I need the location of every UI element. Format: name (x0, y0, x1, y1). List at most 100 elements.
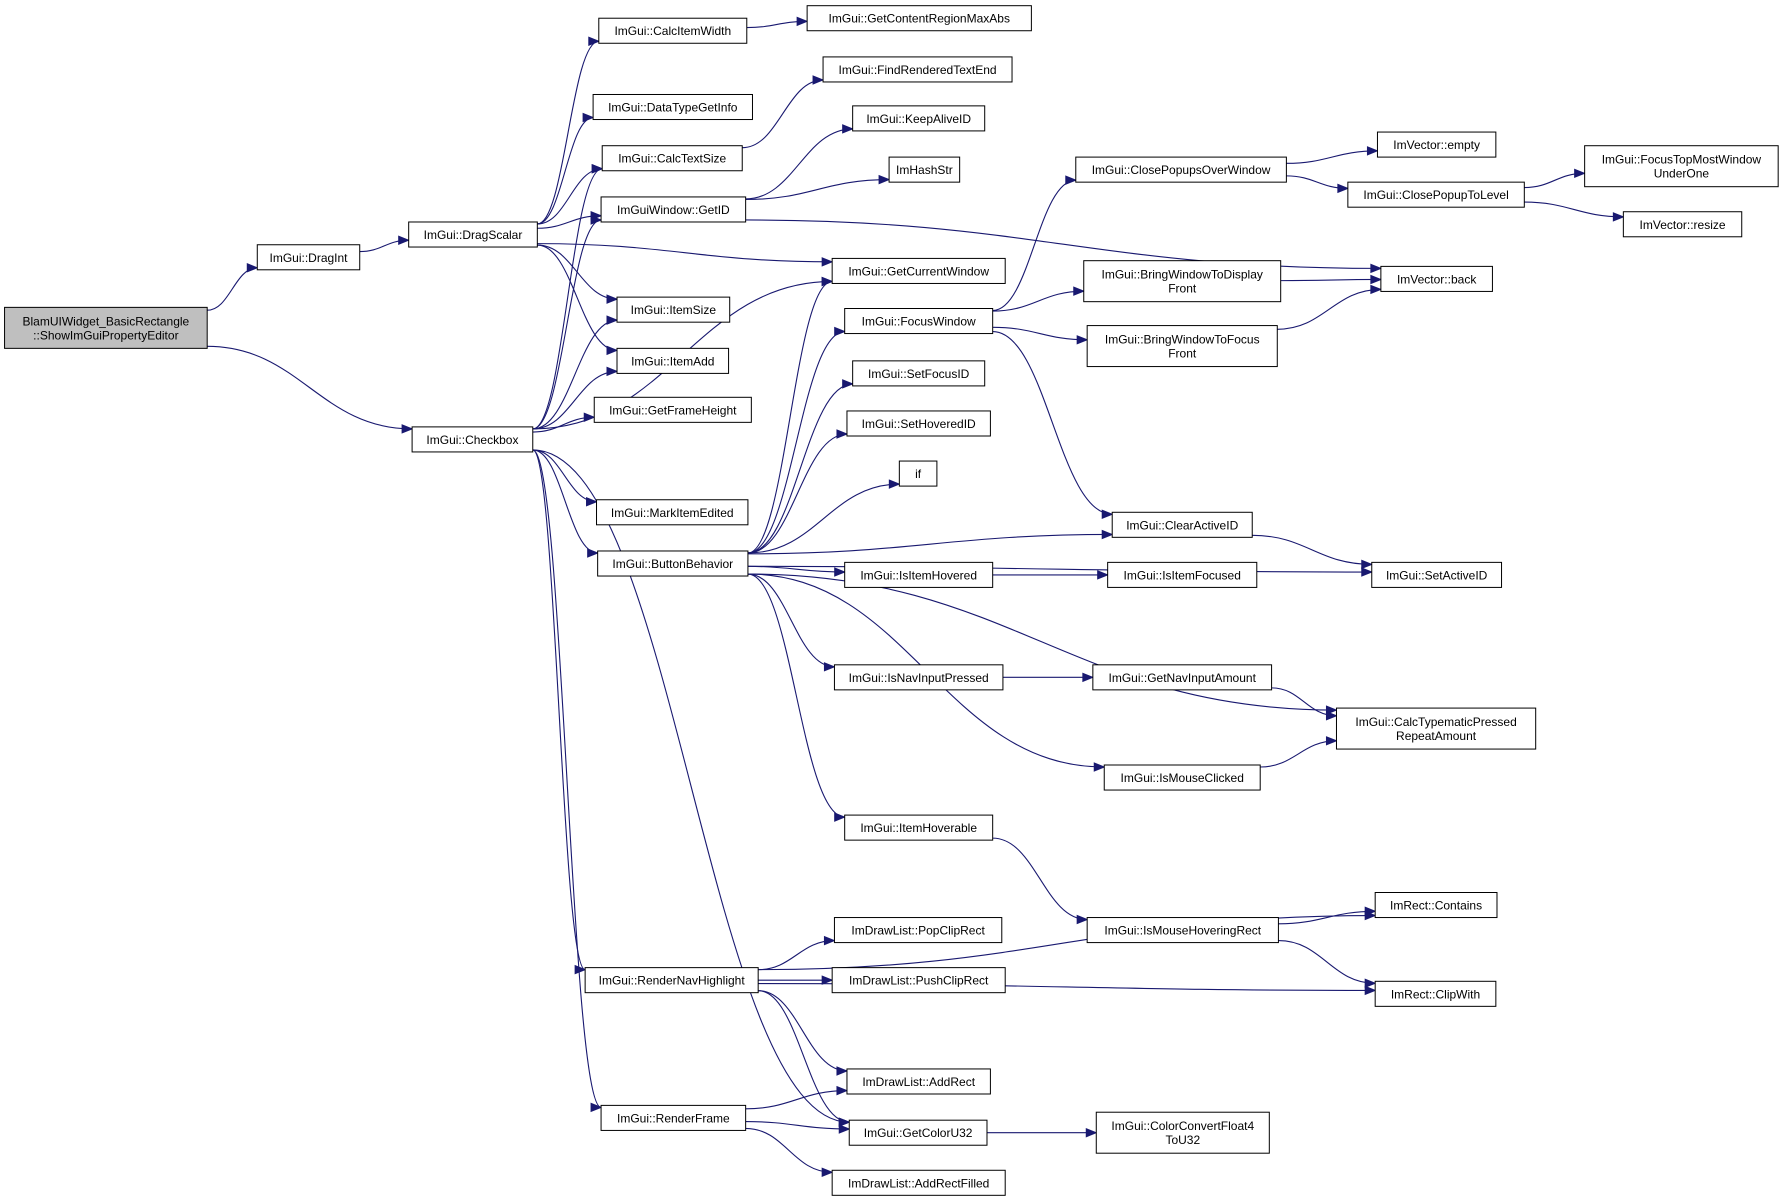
node-label: Front (1168, 347, 1197, 361)
node-vectorempty[interactable]: ImVector::empty (1376, 131, 1497, 158)
node-vectorback[interactable]: ImVector::back (1380, 265, 1493, 292)
arrowhead (1361, 567, 1374, 577)
node-dragint[interactable]: ImGui::DragInt (256, 244, 361, 271)
node-box (408, 221, 538, 248)
node-addrect[interactable]: ImDrawList::AddRect (846, 1068, 991, 1095)
node-label: ImGui::RenderFrame (617, 1111, 730, 1125)
edge-renderframe-to-addrectfilled (745, 1127, 833, 1173)
node-clearactiveid[interactable]: ImGui::ClearActiveID (1111, 511, 1253, 538)
arrowhead (836, 1066, 849, 1076)
node-label: ImGui::GetCurrentWindow (848, 264, 989, 278)
node-box (1374, 980, 1497, 1007)
node-itemhoverable[interactable]: ImGui::ItemHoverable (844, 814, 994, 841)
node-ismousehoveringrect[interactable]: ImGui::IsMouseHoveringRect (1086, 917, 1279, 944)
node-popcliprect[interactable]: ImDrawList::PopClipRect (833, 917, 1003, 944)
edge-calctextsize-to-findrenderedtextend (742, 79, 824, 149)
arrowhead (821, 975, 834, 985)
arrowhead (1370, 274, 1383, 285)
node-setactiveid[interactable]: ImGui::SetActiveID (1371, 561, 1503, 588)
edge-rendernavhighlight-to-popcliprect (758, 940, 835, 971)
edge-windowgetid-to-keepaliveid (745, 128, 853, 200)
node-box (898, 460, 938, 487)
node-setfocusid[interactable]: ImGui::SetFocusID (852, 360, 986, 387)
node-calcitemwidth[interactable]: ImGui::CalcItemWidth (598, 17, 748, 44)
node-ismouseclicked[interactable]: ImGui::IsMouseClicked (1103, 764, 1261, 791)
node-label: ImGui::ItemAdd (631, 354, 714, 368)
node-rendernavhighlight[interactable]: ImGui::RenderNavHighlight (584, 967, 759, 994)
node-sethoveredid[interactable]: ImGui::SetHoveredID (846, 410, 991, 437)
arrowhead (587, 548, 600, 558)
arrowhead (590, 215, 603, 225)
node-closepopupsoverwindow[interactable]: ImGui::ClosePopupsOverWindow (1075, 156, 1287, 183)
edge-buttonbehavior-to-if (747, 483, 900, 554)
node-label: ImGui::GetNavInputAmount (1109, 671, 1257, 685)
arrowhead (834, 567, 847, 577)
node-checkbox[interactable]: ImGui::Checkbox (411, 426, 534, 453)
node-label: ImGui::DragScalar (424, 228, 523, 242)
node-getnavinputamount[interactable]: ImGui::GetNavInputAmount (1092, 664, 1273, 691)
node-getcontentregionmaxabs[interactable]: ImGui::GetContentRegionMaxAbs (806, 5, 1032, 32)
node-label: ImGui::CalcTypematicPressed (1355, 715, 1516, 729)
node-isitemfocused[interactable]: ImGui::IsItemFocused (1107, 561, 1258, 588)
node-findrenderedtextend[interactable]: ImGui::FindRenderedTextEnd (822, 56, 1013, 83)
arrowhead (888, 479, 901, 489)
arrowhead (1366, 146, 1379, 156)
node-label: ImGui::GetColorU32 (864, 1126, 973, 1140)
node-calctextsize[interactable]: ImGui::CalcTextSize (601, 145, 743, 172)
edges-layer (207, 16, 1625, 1178)
node-markitemedited[interactable]: ImGui::MarkItemEdited (596, 499, 749, 526)
node-getcurrentwindow[interactable]: ImGui::GetCurrentWindow (831, 257, 1006, 284)
node-itemsize[interactable]: ImGui::ItemSize (616, 296, 731, 323)
node-label: ImGui::ItemHoverable (860, 821, 977, 835)
arrowhead (1076, 914, 1089, 925)
node-box (846, 410, 991, 437)
node-keepaliveid[interactable]: ImGui::KeepAliveID (852, 105, 986, 132)
node-focuswindow[interactable]: ImGui::FocusWindow (844, 308, 994, 335)
node-box (888, 156, 961, 183)
node-isnavinputpressed[interactable]: ImGui::IsNavInputPressed (833, 664, 1004, 691)
node-if[interactable]: if (898, 460, 938, 487)
node-imhashstr[interactable]: ImHashStr (888, 156, 961, 183)
node-getframeheight[interactable]: ImGui::GetFrameHeight (593, 396, 752, 423)
edge-ismousehoveringrect-to-rectcontains (1278, 910, 1376, 925)
node-renderframe[interactable]: ImGui::RenderFrame (600, 1104, 747, 1131)
node-closepopuptolevel[interactable]: ImGui::ClosePopupToLevel (1347, 181, 1525, 208)
node-itemadd[interactable]: ImGui::ItemAdd (616, 347, 730, 374)
node-box (844, 814, 994, 841)
node-vectorresize[interactable]: ImVector::resize (1622, 211, 1743, 238)
node-isitemhovered[interactable]: ImGui::IsItemHovered (844, 561, 994, 588)
edge-checkbox-to-calctextsize (532, 168, 603, 430)
node-box (844, 308, 994, 335)
arrowhead (583, 412, 596, 422)
arrowhead (582, 112, 595, 123)
node-dragscalar[interactable]: ImGui::DragScalar (408, 221, 538, 248)
node-label: UnderOne (1654, 167, 1710, 181)
node-datatypegetinfo[interactable]: ImGui::DataTypeGetInfo (592, 93, 753, 121)
node-rectclipwith[interactable]: ImRect::ClipWith (1374, 980, 1497, 1007)
node-getcoloru32[interactable]: ImGui::GetColorU32 (848, 1119, 988, 1146)
edge-buttonbehavior-to-isnavinputpressed (747, 573, 835, 668)
node-box (1347, 181, 1525, 208)
node-label: ImGui::SetFocusID (868, 367, 970, 381)
edge-dragscalar-to-itemadd (537, 244, 618, 351)
arrowhead (1097, 570, 1110, 580)
node-pushcliprect[interactable]: ImDrawList::PushClipRect (831, 967, 1006, 994)
node-root[interactable]: BlamUIWidget_BasicRectangle::ShowImGuiPr… (4, 306, 208, 349)
node-buttonbehavior[interactable]: ImGui::ButtonBehavior (597, 550, 749, 577)
node-addrectfilled[interactable]: ImDrawList::AddRectFilled (831, 1169, 1006, 1196)
node-rectcontains[interactable]: ImRect::Contains (1374, 892, 1498, 919)
node-label: ImDrawList::AddRectFilled (848, 1176, 989, 1190)
arrowhead (1361, 559, 1374, 570)
node-box (597, 550, 749, 577)
node-windowgetid[interactable]: ImGuiWindow::GetID (600, 196, 747, 223)
node-label: ImDrawList::PopClipRect (851, 924, 985, 938)
arrowhead (606, 345, 619, 356)
node-box (852, 360, 986, 387)
arrowhead (1085, 1127, 1098, 1138)
